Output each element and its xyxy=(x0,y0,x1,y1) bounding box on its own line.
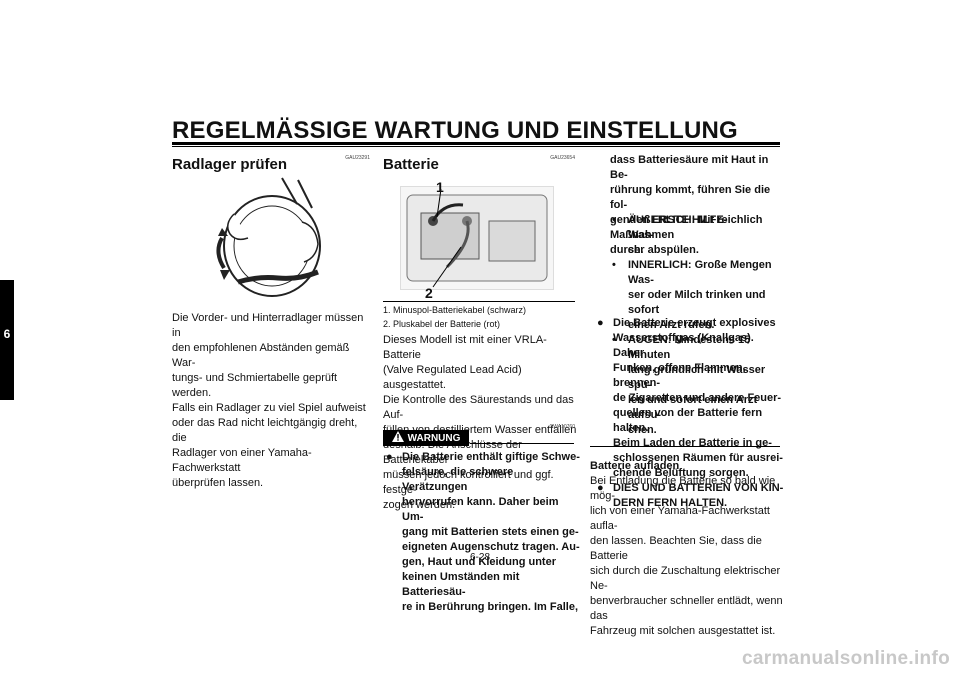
warning-continued: dass Batteriesäure mit Haut in Be- rühru… xyxy=(610,153,785,258)
wheel-bearing-text: Die Vorder- und Hinterradlager müssen in… xyxy=(172,311,370,491)
text-line: eigneten Augenschutz tragen. Au- xyxy=(402,541,580,553)
text-line: zogen werden. xyxy=(383,499,456,511)
first-aid-item: • INNERLICH: Große Mengen Was-ser oder M… xyxy=(612,259,772,331)
text-line: benverbraucher schneller entlädt, wenn d… xyxy=(590,595,783,622)
battery-photo xyxy=(400,186,554,290)
text-line: tungs- und Schmiertabelle geprüft werden… xyxy=(172,372,338,399)
warning-code: GWA10760 xyxy=(549,424,575,430)
caption-item: 2. Pluskabel der Batterie (rot) xyxy=(383,319,501,329)
warning-label: WARNUNG xyxy=(407,432,461,444)
wheel-bearing-illustration xyxy=(172,174,362,302)
charging-heading: Batterie aufladen xyxy=(590,460,680,472)
chapter-tab xyxy=(0,280,14,400)
text-line: überprüfen lassen. xyxy=(172,477,264,489)
text-line: müssen jedoch kontrolliert und ggf. fest… xyxy=(383,469,554,496)
bullet-icon: ● xyxy=(597,317,604,329)
text-line: genden ERSTE HILFE-Maßnahmen xyxy=(610,214,728,241)
text-line: (Valve Regulated Lead Acid) ausgestattet… xyxy=(383,364,522,391)
text-line: keinen Umständen mit Batteriesäu- xyxy=(402,571,520,598)
text-line: Fahrzeug mit solchen ausgestattet ist. xyxy=(590,625,776,637)
text-line: dass Batteriesäure mit Haut in Be- xyxy=(610,154,769,181)
text-line: felsäure, die schwere Verätzungen xyxy=(402,466,514,493)
text-line: gen, Haut und Kleidung unter xyxy=(402,556,556,568)
figure-captions: 1. Minuspol-Batteriekabel (schwarz) 2. P… xyxy=(383,303,526,331)
warning-bullet: ● DIES UND BATTERIEN VON KIN-DERN FERN H… xyxy=(597,482,784,509)
watermark: carmanualsonline.info xyxy=(742,648,950,669)
text-line: Die Kontrolle des Säurestands und das Au… xyxy=(383,394,574,421)
section-code: GAU23291 xyxy=(345,155,370,161)
text-line: gang mit Batterien stets einen ge- xyxy=(402,526,579,538)
warning-rule xyxy=(470,443,574,444)
charging-text: Bei Entladung die Batterie so bald wie m… xyxy=(590,474,785,639)
text-line: durch. xyxy=(610,244,644,256)
section-code: GAU23654 xyxy=(550,155,575,161)
text-line: Die Vorder- und Hinterradlager müssen in xyxy=(172,312,364,339)
text-line: re in Berührung bringen. Im Falle, xyxy=(402,601,579,613)
warning-badge: WARNUNG xyxy=(383,430,469,446)
section-heading: Radlager prüfen xyxy=(172,156,288,173)
bullet-icon: • xyxy=(612,214,616,226)
text-line: den empfohlenen Abständen gemäß War- xyxy=(172,342,350,369)
page-number: 6-28 xyxy=(470,552,491,563)
text-line: Bei Entladung die Batterie so bald wie m… xyxy=(590,475,776,502)
page-title: REGELMÄSSIGE WARTUNG UND EINSTELLUNG xyxy=(172,117,738,144)
caption-item: 1. Minuspol-Batteriekabel (schwarz) xyxy=(383,305,527,315)
warning-triangle-icon xyxy=(391,431,404,445)
bullet-icon: ● xyxy=(386,451,393,463)
warning-bullet: ● Die Batterie enthält giftige Schwe- fe… xyxy=(386,450,581,615)
figure-label-1: 1 xyxy=(436,179,444,195)
text-line: Radlager von einer Yamaha-Fachwerkstatt xyxy=(172,447,312,474)
text-line: oder das Rad nicht leichtgängig dreht, d… xyxy=(172,417,358,444)
first-aid-item: • ÄUßERLICH: Mit reichlich Was-ser abspü… xyxy=(612,214,763,256)
text-line: hervorrufen kann. Daher beim Um- xyxy=(402,496,559,523)
title-rule xyxy=(172,142,780,145)
text-line: Falls ein Radlager zu viel Spiel aufweis… xyxy=(172,402,366,414)
text-line: Die Batterie enthält giftige Schwe- xyxy=(402,451,580,463)
caption-rule xyxy=(383,301,575,302)
title-rule-thin xyxy=(172,146,780,147)
bullet-icon: ● xyxy=(597,482,604,494)
chapter-number: 6 xyxy=(3,327,11,341)
first-aid-list: • ÄUßERLICH: Mit reichlich Was-ser abspü… xyxy=(612,213,784,438)
text-line: den lassen. Beachten Sie, dass die Batte… xyxy=(590,535,762,562)
bullet-icon: • xyxy=(612,334,616,346)
warning-end-rule xyxy=(590,446,780,447)
text-line: Dieses Modell ist mit einer VRLA-Batteri… xyxy=(383,334,547,361)
text-line: sich durch die Zuschaltung elektrischer … xyxy=(590,565,781,592)
section-heading: Batterie xyxy=(383,156,439,173)
text-line: lich von einer Yamaha-Fachwerkstatt aufl… xyxy=(590,505,770,532)
figure-label-2: 2 xyxy=(425,285,433,301)
text-line: rührung kommt, führen Sie die fol- xyxy=(610,184,771,211)
bullet-icon: • xyxy=(612,259,616,271)
